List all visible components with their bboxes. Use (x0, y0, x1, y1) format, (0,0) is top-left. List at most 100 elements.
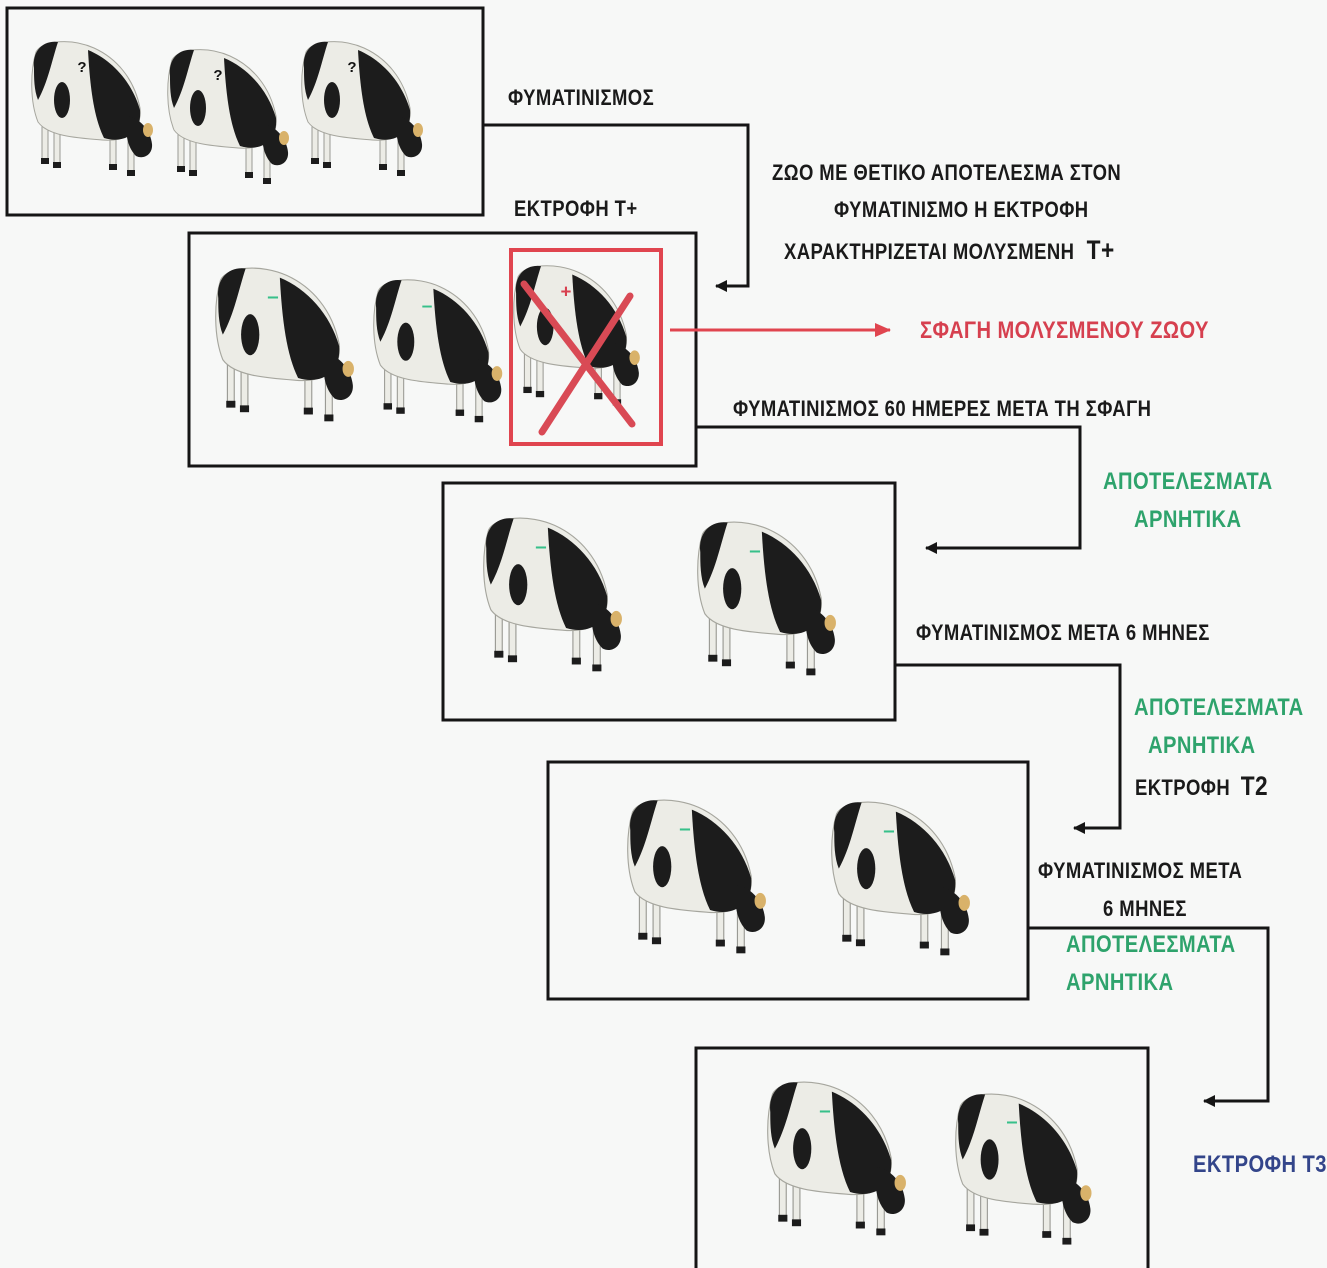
label-results-negative-1a: ΑΠΟΤΕΛΕΣΜΑΤΑ (1103, 468, 1273, 495)
cow-hoof (535, 390, 545, 398)
cow-patch (895, 811, 956, 914)
cow-patch (630, 800, 658, 867)
cow-hoof (245, 172, 253, 178)
cow-patch (957, 1094, 986, 1160)
cow-negative: – (483, 517, 622, 672)
cow-patch (54, 82, 70, 118)
cross-mark (520, 280, 636, 436)
label-positive-line3-tag: Τ+ (1086, 235, 1115, 265)
cow-hoof (791, 1219, 802, 1227)
label-herd-t-plus: ΕΚΤΡΟΦΗ Τ+ (514, 196, 638, 221)
cow-hoof (979, 1228, 989, 1236)
label-positive-line2: ΦΥΜΑΤΙΝΙΣΜΟ Η ΕΚΤΡΟΦΗ (834, 197, 1089, 222)
label-results-negative-2b: ΑΡΝΗΤΙΚΑ (1148, 732, 1256, 759)
cow-ear (824, 614, 836, 631)
label-positive-line1: ΖΩΟ ΜΕ ΘΕΤΙΚΟ ΑΠΟΤΕΛΕΣΜΑ ΣΤΟΝ (772, 160, 1122, 185)
cow-patch (509, 564, 528, 606)
label-test-6-months-b-line2: 6 ΜΗΝΕΣ (1103, 896, 1187, 921)
cow-head (262, 124, 289, 166)
cow-patch (241, 314, 260, 356)
cow-patch (33, 41, 58, 100)
cow-patch (831, 1091, 892, 1194)
cow-patch (653, 846, 672, 888)
cow-test-mark: ? (213, 67, 222, 84)
cow-head (612, 343, 639, 387)
cow-hoof (1042, 1231, 1052, 1238)
cow-hoof (177, 166, 185, 172)
cow-hoof (855, 939, 866, 947)
cow-patch (375, 279, 402, 342)
arrow-t-plus-to-after-slaughter (696, 425, 1082, 554)
cow-hoof (263, 178, 271, 184)
cow-hoof (383, 403, 393, 410)
infected-cow-highlight (509, 248, 663, 446)
label-positive-line3: ΧΑΡΑΚΤΗΡΙΖΕΤΑΙ ΜΟΛΥΣΜΕΝΗ Τ+ (784, 237, 1115, 264)
label-results-negative-3b: ΑΡΝΗΤΙΚΑ (1066, 969, 1174, 996)
cow-hoof (323, 162, 331, 168)
label-test-60-days: ΦΥΜΑΤΙΝΙΣΜΟΣ 60 ΗΜΕΡΕΣ ΜΕΤΑ ΤΗ ΣΦΑΓΗ (733, 396, 1152, 421)
cow-ear (629, 350, 640, 365)
cow-unknown: ? (31, 41, 153, 176)
cow-head (396, 116, 423, 158)
cow-negative: – (627, 799, 766, 954)
cow-ear (413, 123, 423, 137)
cow-hoof (1062, 1237, 1072, 1245)
cow-hoof (571, 657, 581, 665)
label-herd-t2: ΕΚΤΡΟΦΗ Τ2 (1135, 773, 1268, 800)
cow-hoof (41, 158, 49, 164)
cow-unknown: ? (167, 49, 289, 184)
cow-hoof (592, 664, 602, 672)
cow-patch (324, 82, 340, 118)
cow-head (126, 116, 153, 158)
label-herd-t2-tag: Τ2 (1240, 771, 1269, 801)
cow-hoof (507, 655, 518, 663)
cow-patch (770, 1082, 798, 1149)
cow-hoof (226, 400, 236, 408)
cow-test-mark: – (749, 539, 760, 562)
arrow-test-to-t-plus (483, 123, 750, 292)
arrow-t2-to-t3 (1028, 926, 1270, 1107)
cow-unknown: ? (301, 41, 423, 176)
cow-hoof (876, 1228, 886, 1236)
cow-patch (980, 1139, 999, 1180)
cow-hoof (379, 164, 387, 170)
cow-hoof (855, 1221, 865, 1229)
cow-ear (1080, 1185, 1092, 1201)
cow-patch (224, 58, 277, 148)
cow-hoof (127, 170, 135, 176)
arrow-after-slaughter-to-t2 (895, 663, 1122, 834)
cow-test-mark: – (422, 296, 433, 317)
cow-head (805, 606, 835, 654)
cow-hoof (311, 158, 319, 164)
cow-negative: – (215, 267, 354, 422)
cow-hoof (324, 414, 334, 422)
label-tuberculin-test: ΦΥΜΑΤΙΝΙΣΜΟΣ (508, 85, 655, 110)
cow-test-mark: – (267, 285, 278, 308)
cow-test-mark: – (819, 1099, 830, 1122)
cow-hoof (303, 407, 313, 415)
cow-patch (303, 41, 328, 100)
cow-test-mark: ? (77, 59, 86, 76)
cow-patch (572, 274, 627, 368)
label-results-negative-2a: ΑΠΟΤΕΛΕΣΜΑΤΑ (1134, 694, 1304, 721)
cow-patch (433, 288, 489, 384)
cow-head (735, 884, 765, 932)
cow-patch (857, 848, 876, 890)
cow-negative: – (767, 1081, 906, 1236)
cow-ear (279, 131, 289, 145)
cow-hoof (523, 386, 532, 394)
cow-hoof (474, 415, 484, 423)
cow-hoof (785, 661, 795, 669)
cow-patch (723, 568, 742, 610)
cow-hoof (239, 405, 250, 413)
cow-negative: – (831, 801, 970, 956)
cow-test-mark: ? (347, 59, 356, 76)
cow-hoof (778, 1214, 788, 1222)
cow-hoof (806, 668, 816, 676)
cow-hoof (966, 1224, 976, 1232)
cow-test-mark: + (561, 280, 572, 301)
cow-ear (610, 610, 622, 627)
cow-patch (761, 531, 822, 634)
cow-hoof (651, 937, 662, 945)
